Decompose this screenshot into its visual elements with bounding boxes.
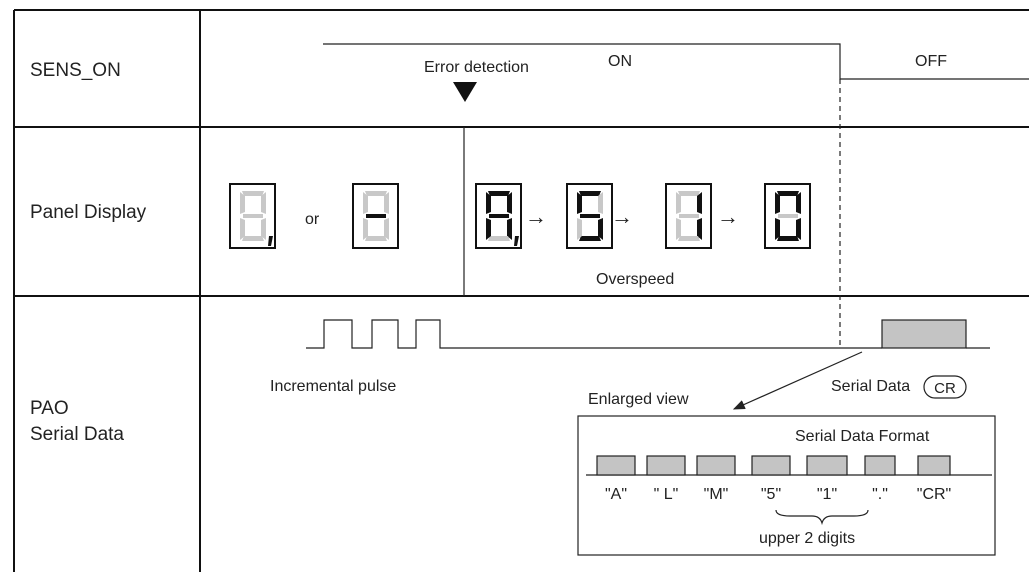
format-block <box>917 455 951 476</box>
decimal-point <box>514 236 519 246</box>
incremental-pulse-waveform <box>306 319 882 349</box>
format-char-label: "." <box>872 486 888 503</box>
segment-d <box>365 236 387 241</box>
serial-data-format-title: Serial Data Format <box>795 428 930 445</box>
format-block <box>864 455 896 476</box>
sens-on-signal <box>323 43 1029 80</box>
segment-g <box>243 214 263 218</box>
enlarged-view-box <box>577 415 996 556</box>
segment-e <box>775 218 780 240</box>
segment-a <box>777 191 799 196</box>
segment-a <box>488 191 510 196</box>
segment-b <box>384 192 389 214</box>
segment-e <box>577 218 582 240</box>
segment-f <box>240 192 245 214</box>
segment-g <box>580 214 600 218</box>
format-block <box>806 455 848 476</box>
seven-seg-A <box>475 183 522 249</box>
segment-g <box>778 214 798 218</box>
segment-b <box>697 192 702 214</box>
segment-a <box>579 191 601 196</box>
cr-symbol-label: CR <box>934 380 956 397</box>
segment-d <box>242 236 264 241</box>
seven-seg-minus <box>352 183 399 249</box>
seven-seg-0 <box>764 183 811 249</box>
arrow-3: → <box>717 204 739 229</box>
enlarged-view-label: Enlarged view <box>588 391 689 408</box>
segment-e <box>240 218 245 240</box>
arrow-2: → <box>611 204 633 229</box>
segment-a <box>678 191 700 196</box>
format-labels: "A" " L" "M" "5" "1" "." "CR" <box>605 486 951 503</box>
segment-a <box>242 191 264 196</box>
row-label-serial-data: Serial Data <box>30 424 124 445</box>
segment-d <box>777 236 799 241</box>
segment-c <box>384 218 389 240</box>
cr-symbol-icon <box>923 375 967 399</box>
format-block <box>696 455 736 476</box>
enlarged-view-arrow <box>732 351 863 410</box>
format-block <box>646 455 686 476</box>
segment-g <box>489 214 509 218</box>
segment-d <box>488 236 510 241</box>
serial-data-block <box>881 319 967 349</box>
serial-data-label: Serial Data <box>831 378 910 395</box>
segment-b <box>507 192 512 214</box>
format-char-label: "CR" <box>917 486 951 503</box>
segment-d <box>678 236 700 241</box>
segment-f <box>486 192 491 214</box>
arrow-1: → <box>525 204 547 229</box>
row-label-sens-on: SENS_ON <box>30 60 121 81</box>
off-label: OFF <box>915 53 947 70</box>
segment-d <box>579 236 601 241</box>
segment-c <box>261 218 266 240</box>
overspeed-label: Overspeed <box>596 271 674 288</box>
error-detection-label: Error detection <box>424 59 529 76</box>
decimal-point <box>268 236 273 246</box>
format-char-label: "M" <box>704 486 729 503</box>
segment-f <box>577 192 582 214</box>
segment-e <box>486 218 491 240</box>
seven-seg-blank-dot <box>229 183 276 249</box>
format-block <box>751 455 791 476</box>
segment-f <box>775 192 780 214</box>
seven-seg-1 <box>665 183 712 249</box>
or-label: or <box>305 211 320 228</box>
upper-digits-label: upper 2 digits <box>759 530 855 547</box>
on-label: ON <box>608 53 632 70</box>
format-char-label: "5" <box>761 486 781 503</box>
format-char-label: "A" <box>605 486 627 503</box>
segment-f <box>676 192 681 214</box>
segment-c <box>796 218 801 240</box>
segment-c <box>598 218 603 240</box>
segment-f <box>363 192 368 214</box>
segment-b <box>796 192 801 214</box>
segment-g <box>679 214 699 218</box>
segment-c <box>697 218 702 240</box>
segment-e <box>363 218 368 240</box>
format-block <box>596 455 636 476</box>
upper-digits-brace <box>775 509 869 526</box>
segment-a <box>365 191 387 196</box>
row-label-panel-display: Panel Display <box>30 202 147 223</box>
segment-c <box>507 218 512 240</box>
error-marker-icon <box>453 82 477 102</box>
format-char-label: "1" <box>817 486 837 503</box>
row-label-pao: PAO <box>30 398 69 419</box>
segment-b <box>598 192 603 214</box>
format-char-label: " L" <box>654 486 679 503</box>
segment-g <box>366 214 386 218</box>
seven-seg-5 <box>566 183 613 249</box>
segment-b <box>261 192 266 214</box>
incremental-pulse-label: Incremental pulse <box>270 378 396 395</box>
table-frame <box>13 9 1029 572</box>
segment-e <box>676 218 681 240</box>
format-blocks <box>596 455 951 476</box>
